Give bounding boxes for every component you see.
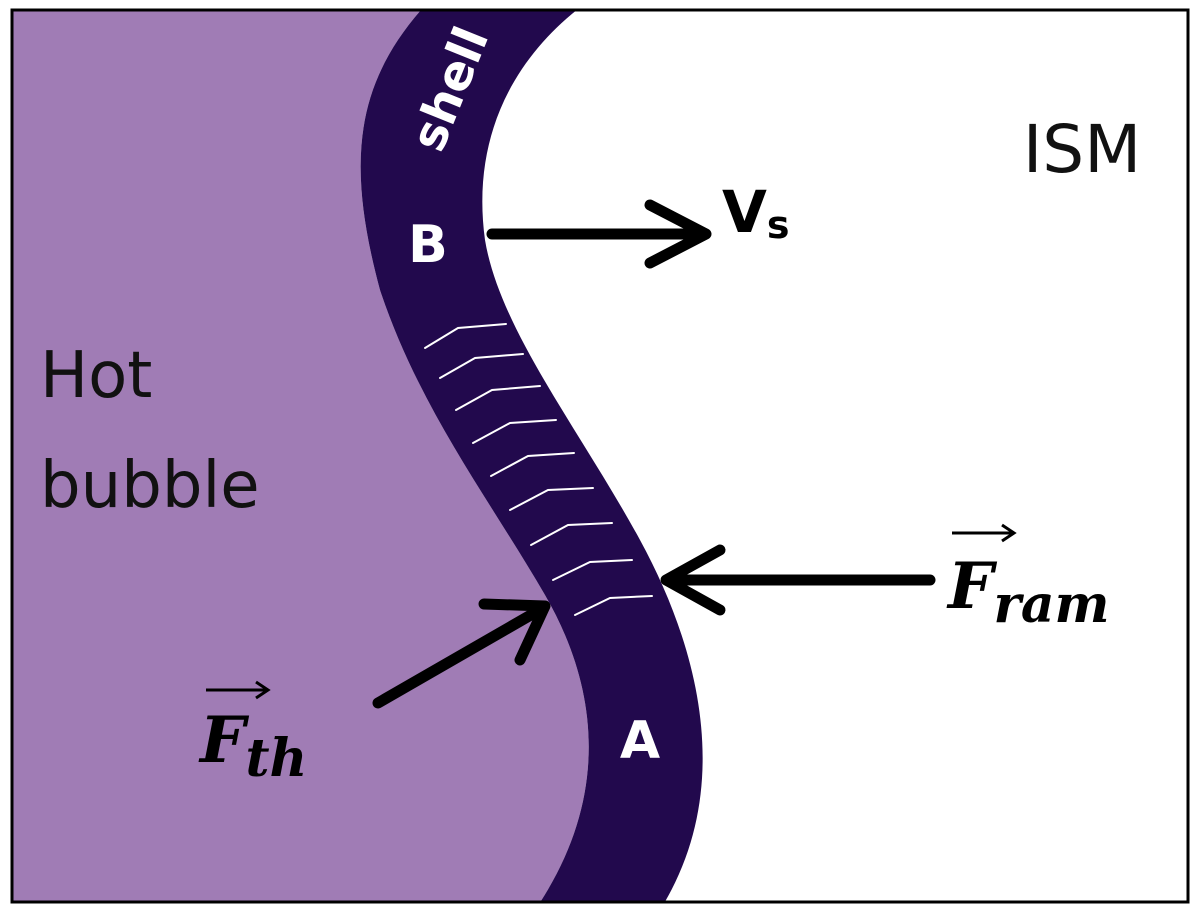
chevron-mark <box>530 522 613 546</box>
thermal-force-label: Fth <box>198 703 307 789</box>
hot-bubble-region <box>12 10 589 902</box>
chevron-mark <box>552 559 633 581</box>
ram-force-arrow <box>660 544 936 616</box>
point-a-label: A <box>620 711 660 771</box>
chevron-mark <box>509 487 594 511</box>
point-b-label: B <box>408 215 448 275</box>
velocity-symbol: V <box>722 178 767 246</box>
chevron-mark <box>439 353 524 379</box>
chevron-mark <box>424 323 507 349</box>
velocity-label: Vs <box>722 178 790 247</box>
chevron-mark <box>455 385 541 411</box>
thermal-force-arrow <box>372 598 551 709</box>
ism-label: ISM <box>1023 111 1141 188</box>
velocity-arrow <box>486 199 712 269</box>
chevron-mark <box>574 595 653 616</box>
vector-arrow-icon <box>206 680 271 700</box>
figure-frame <box>10 8 1190 904</box>
chevron-mark <box>472 419 557 444</box>
thermal-force-symbol: F <box>198 703 250 778</box>
ram-force-label: Fram <box>946 549 1110 635</box>
vector-arrow-icon <box>952 523 1017 543</box>
ram-force-symbol: F <box>946 549 998 624</box>
thermal-force-subscript: th <box>245 728 307 789</box>
shell-flow-chevrons <box>424 323 653 616</box>
hot-bubble-label-line2: bubble <box>40 449 260 523</box>
ram-force-label-group: Fram <box>946 523 1110 635</box>
ram-force-subscript: ram <box>993 574 1109 635</box>
hot-bubble-label-line1: Hot <box>40 339 152 413</box>
thermal-force-label-group: Fth <box>198 680 307 789</box>
chevron-mark <box>490 452 575 477</box>
velocity-subscript: s <box>767 203 790 247</box>
